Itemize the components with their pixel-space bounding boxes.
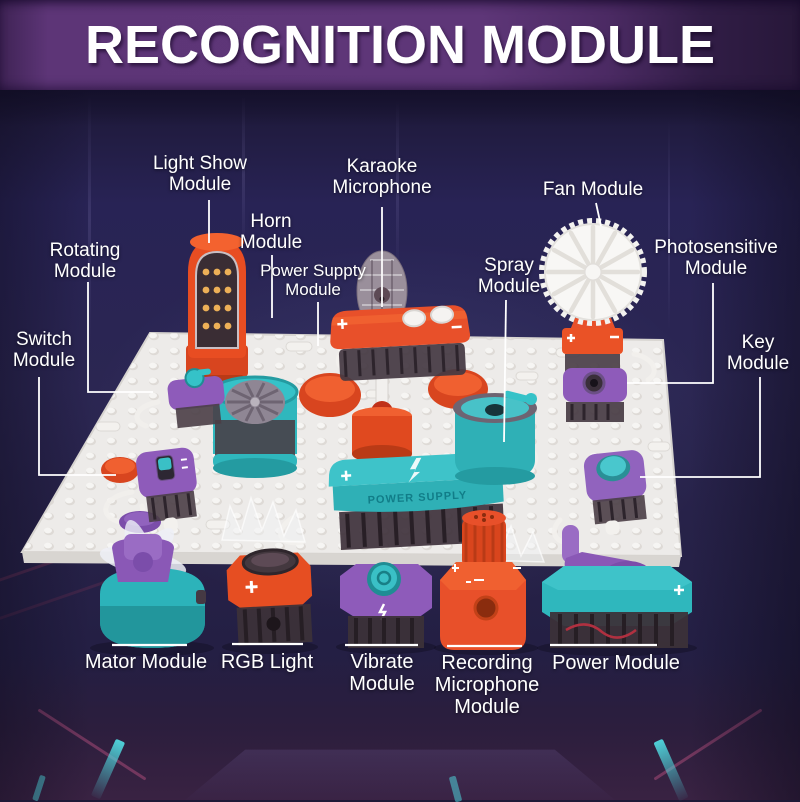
horn-module-graphic [330,305,471,381]
vibrate-module-graphic [340,562,432,648]
callout-karaoke-microphone: Karaoke Microphone [332,156,432,198]
leader-rotating [87,282,153,393]
label-power-module: Power Module [552,652,680,674]
callout-key-module: Key Module [726,332,790,374]
callout-horn-module: Horn Module [239,211,303,253]
label-recording-microphone-module: Recording Microphone Module [434,652,540,718]
rgb-light-module-graphic [226,548,313,646]
light-streak [396,100,399,275]
callout-photosensitive-module: Photosensitive Module [654,237,778,279]
fan-module-graphic [539,218,647,372]
left-shade [0,90,90,800]
spray-module-graphic [453,390,537,485]
callout-power-suppty-module: Power Suppty Module [260,261,366,299]
page-title: RECOGNITION MODULE [85,15,715,75]
light-streak [242,95,245,255]
callout-rotating-module: Rotating Module [49,240,121,282]
scene-floor [0,655,800,800]
power-module-graphic [542,525,692,648]
label-underlines [112,642,657,648]
leader-fan [595,202,602,227]
recording-microphone-module-graphic [440,510,526,650]
leader-switch [38,377,116,476]
rotating-module-graphic [211,375,299,478]
right-shade [690,90,800,800]
top-shadow-band [0,90,800,126]
motor-module-graphic [99,519,206,648]
title-banner: RECOGNITION MODULE [0,0,800,90]
label-mator-module: Mator Module [84,651,208,673]
product-photo-artwork: POWER SUPPLY [20,200,761,656]
callout-light-show-module: Light Show Module [152,153,248,195]
light-streak [668,120,670,330]
switch-module-graphic [136,447,197,532]
light-streak [88,95,91,345]
power-supply-label: POWER SUPPLY [367,489,467,506]
leader-photosensitive [627,283,714,384]
key-module-graphic [583,450,647,535]
callout-switch-module: Switch Module [12,329,76,371]
label-rgb-light: RGB Light [220,651,314,673]
leader-spray [503,299,507,443]
floor-platform [185,749,615,800]
callout-fan-module: Fan Module [542,179,644,200]
label-vibrate-module: Vibrate Module [349,651,415,695]
leader-lines [38,200,761,478]
callout-spray-module: Spray Module [477,255,541,297]
photosensitive-module-graphic [563,368,627,422]
rotating-knob-module-graphic [167,368,225,429]
leader-key [640,377,761,478]
light-show-module-graphic [186,233,248,385]
